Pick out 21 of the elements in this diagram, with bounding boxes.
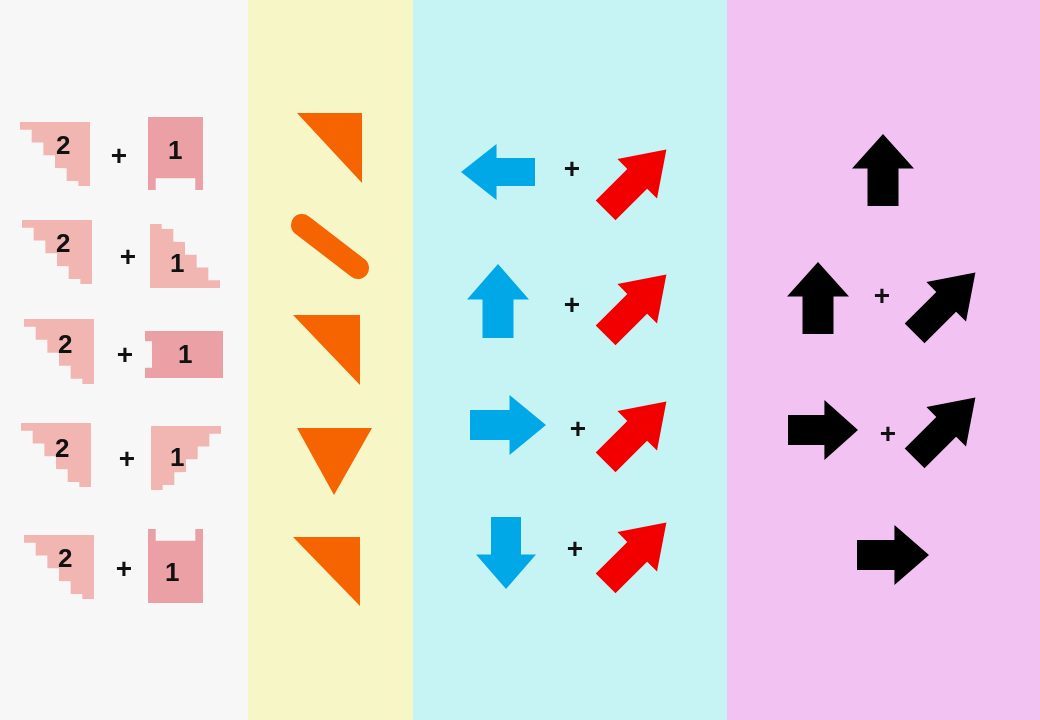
piece-number: 2 [56,230,71,256]
plus-sign: + [110,142,128,170]
plus-sign: + [563,291,581,319]
plus-sign: + [118,445,136,473]
piece-number: 1 [170,250,185,276]
plus-sign: + [566,535,584,563]
piece-number: 1 [168,137,183,163]
piece-number: 2 [58,545,73,571]
plus-sign: + [873,282,891,310]
piece-number: 2 [55,435,70,461]
plus-sign: + [116,341,134,369]
piece-number: 1 [178,341,193,367]
piece-number: 2 [56,132,71,158]
piece-number: 1 [170,444,185,470]
plus-sign: + [119,243,137,271]
plus-sign: + [563,155,581,183]
piece-number: 2 [58,331,73,357]
plus-sign: + [879,420,897,448]
plus-sign: + [569,415,587,443]
piece-number: 1 [165,559,180,585]
plus-sign: + [115,555,133,583]
